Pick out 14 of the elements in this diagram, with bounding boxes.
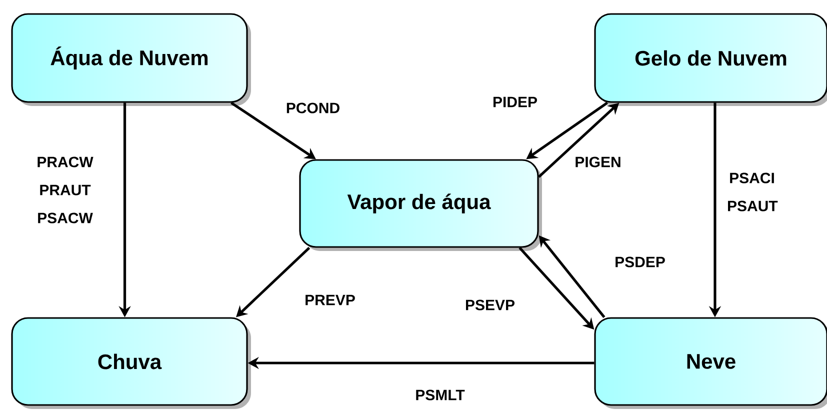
edge-label: PIGEN	[576, 156, 620, 168]
rounded-box: Vapor de áqua	[299, 159, 542, 251]
edge-label: PIDEP	[494, 96, 537, 108]
edge-label: PSMLT	[416, 390, 465, 400]
edge-label: PCOND	[286, 102, 340, 114]
edge-label: PSACI PSAUT	[728, 172, 778, 212]
rounded-box: Neve	[594, 317, 827, 409]
edge-label: PREVP	[306, 294, 355, 306]
rounded-box: Áqua de Nuvem	[11, 13, 251, 106]
edge-label: PRACW PRAUT PSACW	[38, 156, 94, 224]
edge-label: PSDEP	[616, 256, 665, 268]
rounded-box: Chuva	[11, 317, 251, 409]
rounded-box: Gelo de Nuvem	[594, 13, 827, 106]
edge-label: PSEVP	[466, 300, 514, 310]
